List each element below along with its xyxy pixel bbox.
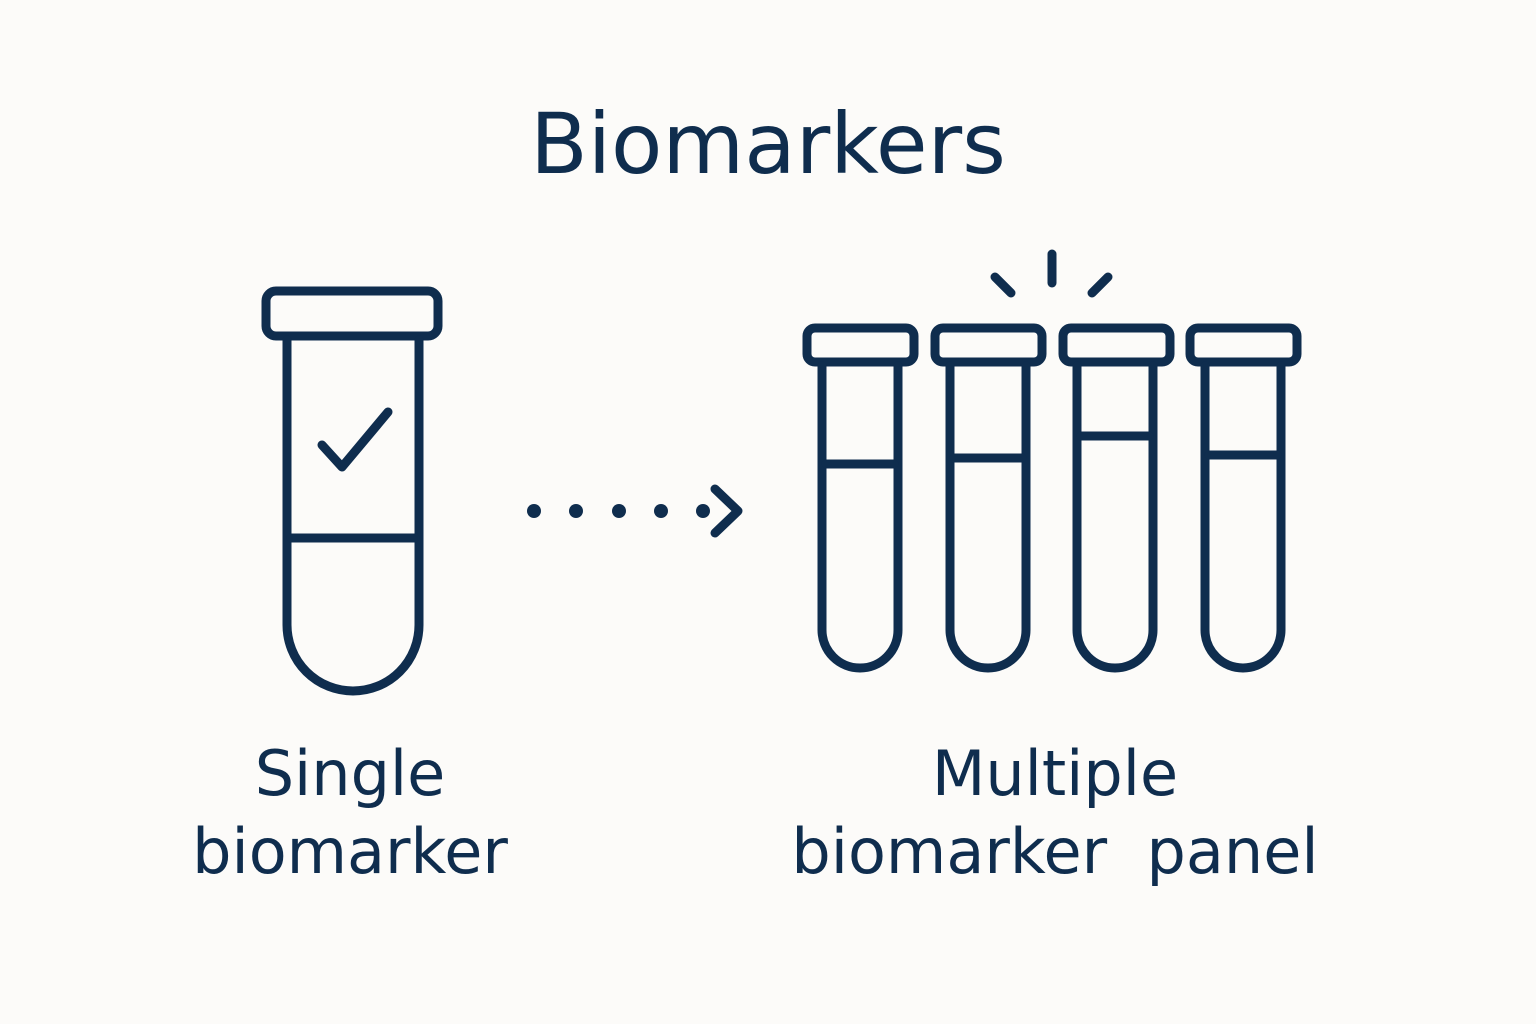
arrow-dot [569,504,583,518]
tube-cap [261,286,443,341]
arrow-dot [696,504,710,518]
label-line-1: Single [254,737,446,810]
tube-panel-icon [802,323,1302,673]
ray [990,272,1016,298]
single-biomarker-label: Single biomarker [150,735,550,891]
label-line-1: Multiple [931,737,1179,810]
diagram-title: Biomarkers [530,95,1006,193]
tube-body [282,335,424,696]
arrow-head [710,484,743,538]
ray [1087,272,1113,298]
arrow-dot [527,504,541,518]
label-line-2: biomarker panel [791,815,1319,888]
multiple-biomarker-label: Multiple biomarker panel [760,735,1350,891]
single-test-tube-icon [261,286,443,696]
label-line-2: biomarker [192,815,508,888]
panel-tube-1 [802,323,919,673]
highlight-rays-icon [990,249,1113,298]
dotted-arrow-icon [527,484,743,538]
panel-tube-4 [1185,323,1302,673]
arrow-dot [654,504,668,518]
panel-tube-3 [1058,323,1175,673]
arrow-dot [612,504,626,518]
checkmark-icon [317,407,393,472]
panel-tube-2 [930,323,1047,673]
